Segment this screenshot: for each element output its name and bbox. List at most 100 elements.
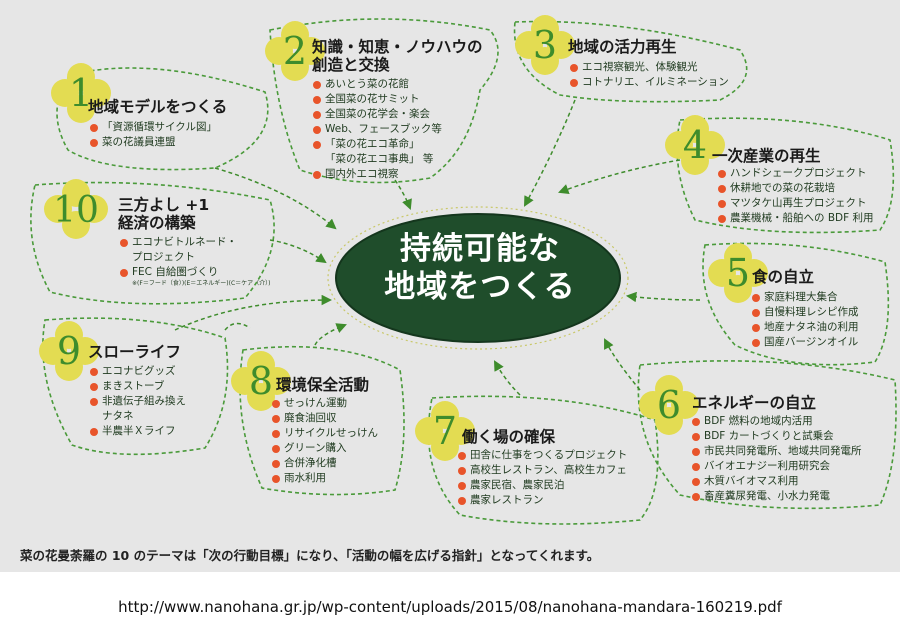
theme-number-7: 7 <box>433 409 457 453</box>
list-item: ハンドシェークプロジェクト <box>718 166 874 181</box>
theme-title-2: 知識・知恵・ノウハウの <box>312 38 483 56</box>
list-item: 高校生レストラン、高校生カフェ <box>458 463 627 478</box>
theme-title-3: 地域の活力再生 <box>568 38 677 56</box>
list-item: 田舎に仕事をつくるプロジェクト <box>458 448 627 463</box>
theme-items-4: ハンドシェークプロジェクト 休耕地での菜の花栽培 マツタケ山再生プロジェクト 農… <box>718 166 874 226</box>
theme-number-4: 4 <box>683 123 707 167</box>
center-ellipse <box>335 213 621 343</box>
theme-title-2-line2: 創造と交換 <box>312 56 390 74</box>
list-item: 全国菜の花サミット <box>313 92 442 107</box>
theme-number-10: 10 <box>53 190 99 231</box>
connector-9 <box>174 294 333 331</box>
theme-items-3: エコ視察観光、体験観光 コトナリエ、イルミネーション <box>570 60 729 90</box>
list-item: コトナリエ、イルミネーション <box>570 75 729 90</box>
list-item: 全国菜の花学会・楽会 <box>313 107 442 122</box>
clover-icon: 2 <box>265 21 325 81</box>
theme-title-10-line2: 経済の構築 <box>118 214 196 232</box>
connector-3 <box>523 99 576 207</box>
theme-items-5: 家庭料理大集合 自慢料理レシピ作成 地産ナタネ油の利用 国産バージンオイル <box>752 290 859 350</box>
list-item: 市民共同発電所、地域共同発電所 <box>692 444 862 459</box>
theme-title-5: 食の自立 <box>752 268 815 286</box>
clover-icon: 7 <box>415 401 475 461</box>
list-item: プロジェクト <box>132 251 195 263</box>
list-item: 農家民宿、農家民泊 <box>458 478 627 493</box>
list-item: 菜の花議員連盟 <box>90 135 217 150</box>
diagram-canvas <box>30 18 897 525</box>
list-item: 木質バイオマス利用 <box>692 474 862 489</box>
list-item: FEC 自給圏づくり <box>120 265 271 280</box>
clover-icon: 9 <box>39 321 99 381</box>
theme-items-10: エコナビトルネード・ プロジェクト FEC 自給圏づくり ※(F＝フード（食）)… <box>120 235 271 288</box>
list-item: マツタケ山再生プロジェクト <box>718 196 874 211</box>
bubble-outline-7 <box>427 395 659 525</box>
list-item: BDF カートづくりと試乗会 <box>692 429 862 444</box>
list-item: BDF 燃料の地域内活用 <box>692 414 862 429</box>
list-item: 「菜の花エコ革命」 <box>313 137 442 152</box>
theme-number-8: 8 <box>249 359 273 403</box>
connector-10 <box>269 239 327 264</box>
mandara-panel: 持続可能な 地域をつくる 1 地域モデルをつくる 「資源循環サイクル図」 菜の花… <box>0 0 900 572</box>
list-item: 休耕地での菜の花栽培 <box>718 181 874 196</box>
theme-title-9: スローライフ <box>88 343 182 361</box>
theme-number-9: 9 <box>57 329 81 373</box>
list-item: 地産ナタネ油の利用 <box>752 320 859 335</box>
theme-number-6: 6 <box>657 383 681 427</box>
clover-icon: 10 <box>44 179 108 239</box>
theme-title-7: 働く場の確保 <box>462 428 556 446</box>
list-item: 非遺伝子組み換え <box>90 394 186 409</box>
connector-7 <box>493 360 521 396</box>
list-item: グリーン購入 <box>272 441 378 456</box>
list-item: 雨水利用 <box>272 471 378 486</box>
list-item: 農家レストラン <box>458 493 627 508</box>
list-item: 国内外エコ視察 <box>313 167 442 182</box>
theme-items-9: エコナビグッズ まきストーブ 非遺伝子組み換え ナタネ 半農半Ｘライフ <box>90 364 186 439</box>
theme-items-7: 田舎に仕事をつくるプロジェクト 高校生レストラン、高校生カフェ 農家民宿、農家民… <box>458 448 627 508</box>
theme-number-2: 2 <box>283 29 307 73</box>
list-item: まきストーブ <box>90 379 186 394</box>
list-item: リサイクルせっけん <box>272 426 378 441</box>
list-item: 畜産糞尿発電、小水力発電 <box>692 489 862 504</box>
center-line-2: 地域をつくる <box>384 269 576 305</box>
bubble-outline-3 <box>513 20 748 103</box>
center-theme: 持続可能な 地域をつくる <box>345 230 615 306</box>
theme-title-8: 環境保全活動 <box>276 376 370 394</box>
theme-number-1: 1 <box>69 71 93 115</box>
list-item: あいとう菜の花館 <box>313 77 442 92</box>
bubble-outline-4 <box>676 117 895 234</box>
connector-1 <box>214 167 337 230</box>
connector-decor-bottom <box>224 322 251 331</box>
list-item: ナタネ <box>102 410 134 422</box>
list-item: 農業機械・船舶への BDF 利用 <box>718 211 874 226</box>
clover-icon: 3 <box>515 15 575 75</box>
connector-8 <box>314 323 347 346</box>
list-item: エコナビグッズ <box>90 364 186 379</box>
center-line-1: 持続可能な <box>400 231 560 267</box>
theme-title-6: エネルギーの自立 <box>692 394 817 412</box>
theme-number-5: 5 <box>726 251 750 295</box>
theme-number-3: 3 <box>533 23 557 67</box>
list-item: 合併浄化槽 <box>272 456 378 471</box>
caption: 菜の花曼荼羅の 10 のテーマは「次の行動目標」になり、「活動の幅を広げる指針」… <box>20 548 600 563</box>
theme-title-4: 一次産業の再生 <box>712 147 821 165</box>
source-url: http://www.nanohana.gr.jp/wp-content/upl… <box>118 598 782 616</box>
list-item: Web、フェースブック等 <box>313 122 442 137</box>
connector-2 <box>394 179 412 210</box>
clover-icon: 5 <box>708 243 768 303</box>
theme-items-8: せっけん運動 廃食油回収 リサイクルせっけん グリーン購入 合併浄化槽 雨水利用 <box>272 396 378 486</box>
bubble-outline-6 <box>637 360 897 510</box>
list-item: 自慢料理レシピ作成 <box>752 305 859 320</box>
bubble-outline-10 <box>30 181 275 305</box>
list-item: 半農半Ｘライフ <box>90 424 186 439</box>
list-item: 家庭料理大集合 <box>752 290 859 305</box>
clover-icon: 6 <box>639 375 699 435</box>
theme-title-10: 三方よし +1 <box>118 196 210 214</box>
bubble-outline-1 <box>56 67 269 171</box>
clover-icon: 8 <box>231 351 291 411</box>
bubble-outline-9 <box>42 317 229 456</box>
connector-6 <box>604 338 641 391</box>
clover-icon: 4 <box>665 115 725 175</box>
list-item: エコ視察観光、体験観光 <box>570 60 729 75</box>
list-item: 廃食油回収 <box>272 411 378 426</box>
list-item: 「菜の花エコ事典」 等 <box>325 153 434 165</box>
center-ellipse-ring <box>327 206 629 350</box>
